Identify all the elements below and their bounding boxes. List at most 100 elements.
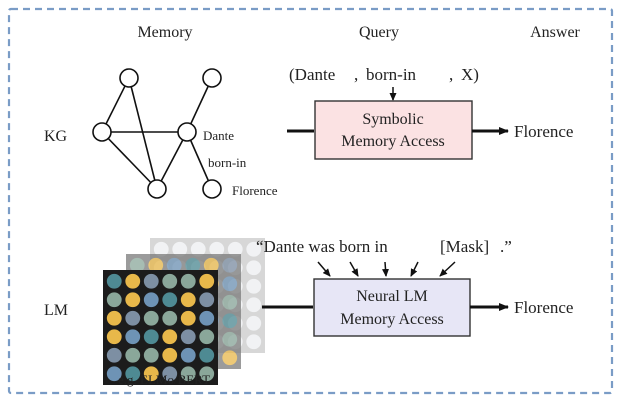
lm-grid-dot	[125, 366, 141, 382]
lm-grid-dot	[153, 241, 169, 257]
lm-grid-dot	[162, 273, 178, 289]
kg-query-tuple: (Dante , born-in , X)	[289, 65, 479, 84]
lm-grid-layer	[103, 270, 218, 385]
neural-memory-box	[313, 278, 471, 337]
lm-grid-dot	[143, 273, 159, 289]
lm-grid-dot	[199, 292, 215, 308]
lm-grid-dot	[222, 294, 238, 310]
lm-grid-dot	[166, 257, 182, 273]
lm-grid-dot	[180, 273, 196, 289]
lm-grid-dot	[143, 366, 159, 382]
kg-query-part-1: ,	[354, 65, 358, 84]
lm-answer: Florence	[514, 298, 573, 317]
lm-grid-dot	[199, 329, 215, 345]
graph-node-bottom	[147, 179, 167, 199]
edge-label-born-in: born-in	[208, 155, 247, 170]
lm-grid-dot	[162, 347, 178, 363]
lm-grid-dot	[190, 241, 206, 257]
lm-grid-dot	[106, 366, 122, 382]
graph-node-dante	[177, 122, 197, 142]
lm-grid-dot	[246, 241, 262, 257]
lm-grid-dot	[125, 292, 141, 308]
lm-grid-dot	[246, 278, 262, 294]
lm-grid-dot	[185, 257, 201, 273]
lm-query-sentence: “Dante was born in [Mask] .”	[256, 237, 512, 256]
lm-grid-dot	[162, 329, 178, 345]
lm-grid-dot	[227, 241, 243, 257]
lm-grid-dot	[129, 257, 145, 273]
lm-grid-dot	[106, 292, 122, 308]
lm-parameter-grids	[103, 238, 265, 385]
lm-grid-dot	[180, 292, 196, 308]
lm-grid-dot	[162, 292, 178, 308]
kg-query-part-4: X)	[461, 65, 479, 84]
lm-grid-dot	[222, 313, 238, 329]
lm-grid-dot	[106, 329, 122, 345]
header-query: Query	[359, 24, 399, 41]
node-label-dante: Dante	[203, 128, 234, 143]
lm-grid-dot	[143, 292, 159, 308]
lm-grid-dot	[246, 297, 262, 313]
lm-query-arrow	[382, 261, 389, 277]
graph-node-top-left	[119, 68, 139, 88]
graph-node-florence	[202, 179, 222, 199]
header-memory: Memory	[137, 24, 192, 41]
lm-grid-dot	[199, 347, 215, 363]
lm-grid-dot	[106, 347, 122, 363]
lm-grid-dot	[172, 241, 188, 257]
lm-grid-dot	[162, 310, 178, 326]
lm-grid-dot	[246, 260, 262, 276]
graph-nodes	[92, 68, 222, 199]
lm-grid-dot	[222, 331, 238, 347]
row-label-kg: KG	[44, 128, 68, 145]
symbolic-memory-box	[314, 100, 473, 160]
graph-node-top-right	[202, 68, 222, 88]
lm-grid-dot	[203, 257, 219, 273]
outer-frame	[7, 7, 614, 395]
lm-query-arrow	[349, 261, 359, 277]
lm-grid-dot	[199, 310, 215, 326]
lm-grid-dot	[125, 347, 141, 363]
graph-node-left	[92, 122, 112, 142]
lm-grid-dot	[125, 310, 141, 326]
lm-query-arrow	[439, 261, 456, 277]
symbolic-box-line1: Symbolic	[362, 111, 423, 128]
kg-query-part-3: ,	[449, 65, 453, 84]
lm-query-part-1: [Mask]	[440, 237, 489, 256]
row-label-lm: LM	[44, 302, 68, 319]
kg-answer: Florence	[514, 122, 573, 141]
lm-grid-dot	[143, 329, 159, 345]
lm-grid-dot	[180, 347, 196, 363]
header-answer: Answer	[530, 24, 580, 41]
lm-grid-background	[103, 270, 218, 385]
knowledge-graph	[101, 77, 213, 190]
lm-grid-dot	[222, 257, 238, 273]
neural-box-line2: Memory Access	[340, 311, 444, 328]
kg-query-part-0: (Dante	[289, 65, 335, 84]
lm-grid-dot	[199, 273, 215, 289]
lm-query-arrow	[317, 261, 331, 277]
kg-query-part-2: born-in	[366, 65, 417, 84]
lm-grid-dot	[162, 366, 178, 382]
lm-grid-dot	[222, 350, 238, 366]
lm-grid-dot	[180, 329, 196, 345]
lm-grid-dot	[199, 366, 215, 382]
lm-grid-dot	[125, 273, 141, 289]
lm-grid-dot	[180, 366, 196, 382]
lm-query-part-0: “Dante was born in	[256, 237, 388, 256]
lm-grid-dot	[222, 276, 238, 292]
lm-grid-dot	[106, 273, 122, 289]
lm-grid-dot	[143, 310, 159, 326]
lm-query-arrows	[317, 261, 456, 277]
lm-grid-dot	[209, 241, 225, 257]
lm-grid-dot	[180, 310, 196, 326]
lm-caption: e.g. ELMo/BERT	[118, 372, 210, 387]
lm-query-arrow	[410, 261, 419, 277]
symbolic-box-line2: Memory Access	[341, 133, 445, 150]
node-label-florence: Florence	[232, 183, 278, 198]
lm-grid-dot	[246, 315, 262, 331]
lm-grid-dot	[125, 329, 141, 345]
lm-grid-dot	[106, 310, 122, 326]
